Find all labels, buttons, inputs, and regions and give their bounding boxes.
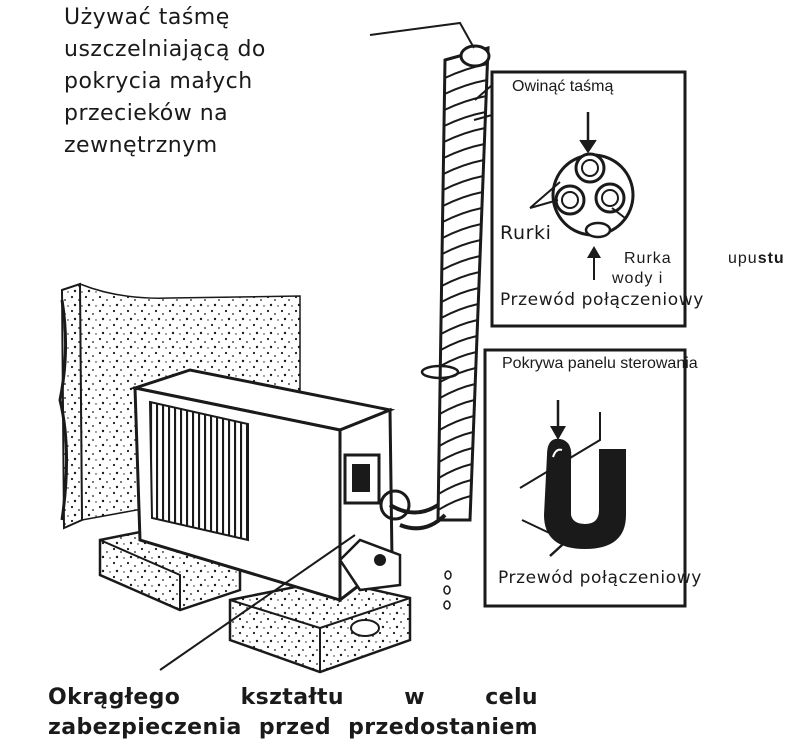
bottom-word-3: w [404,685,425,710]
bottom-word-6: przed [258,715,331,740]
tape-wrap-stroke [440,319,478,335]
tape-wrap-stroke [443,111,486,127]
bottom-caption-line-1: Okrągłego kształtu w celu [48,683,538,713]
bottom-word-5: zabezpieczenia [48,715,242,740]
tape-wrap-stroke [437,479,472,495]
tape-wrap-stroke [439,383,476,399]
tape-wrap-stroke [440,287,480,303]
tape-wrap-stroke [442,159,485,175]
tape-wrap-stroke [438,447,473,463]
tape-wrap-stroke [439,399,475,415]
drain-pipe-label-b-plain: upu [728,250,758,267]
tape-wrap-stroke [438,463,473,479]
tape-note-line-4: przecieków na [64,101,229,126]
bottom-word-2: kształtu [240,685,344,710]
tape-wrap-stroke [442,207,483,223]
tape-wrap-stroke [437,495,471,511]
tape-wrap-stroke [443,95,487,111]
tape-wrap-stroke [441,271,480,287]
control-panel-detail [483,348,687,608]
connection-wire-label-bottom: Przewód połączeniowy [498,568,702,588]
tape-note-line-1: Używać taśmę [64,5,230,30]
wrapped-pipe-bundle [379,44,491,531]
tape-wrap-stroke [441,223,482,239]
tape-note-callout: Używać taśmę uszczelniającą do pokrycia … [64,2,266,162]
bottom-caption-line-2: zabezpieczenia przed przedostaniem [48,713,538,743]
tape-wrap-stroke [442,175,484,191]
tape-wrap-stroke [439,351,477,367]
drain-pipe-label-b: upustu [728,250,785,268]
tape-wrap-stroke [443,127,486,143]
tape-wrap-stroke [438,431,474,447]
bottom-word-1: Okrągłego [48,685,181,710]
tape-wrap-stroke [441,255,481,271]
bottom-caption: Okrągłego kształtu w celu zabezpieczenia… [48,683,538,743]
tape-wrap-stroke [440,335,478,351]
drain-pipe-label-a: Rurka [624,250,672,267]
tape-wrap-stroke [440,303,479,319]
tape-wrap-stroke [443,143,485,159]
tape-note-line-5: zewnętrznym [64,133,218,158]
connection-wire-label-top: Przewód połączeniowy [500,290,704,310]
drain-pipe-label-line2: wody i [612,270,664,287]
tape-note-line-3: pokrycia małych [64,69,253,94]
control-panel-cover-label: Pokrywa panelu sterowania [502,355,698,372]
bottom-word-7: przedostaniem [348,715,538,740]
tape-wrap-stroke [441,239,481,255]
wrap-tape-label: Owinąć taśmą [512,78,614,95]
drain-drops [443,570,452,610]
outdoor-unit [129,368,402,604]
tape-note-line-2: uszczelniającą do [64,37,266,62]
pipes-label: Rurki [500,222,552,244]
tape-wrap-stroke [444,79,488,95]
tape-wrap-stroke [442,191,483,207]
pipe-cross-section-detail [490,70,687,328]
mounting-blocks [98,526,412,674]
tape-wrap-stroke [438,415,475,431]
bottom-word-4: celu [485,685,538,710]
drain-pipe-label-b-bold: stu [757,250,785,267]
